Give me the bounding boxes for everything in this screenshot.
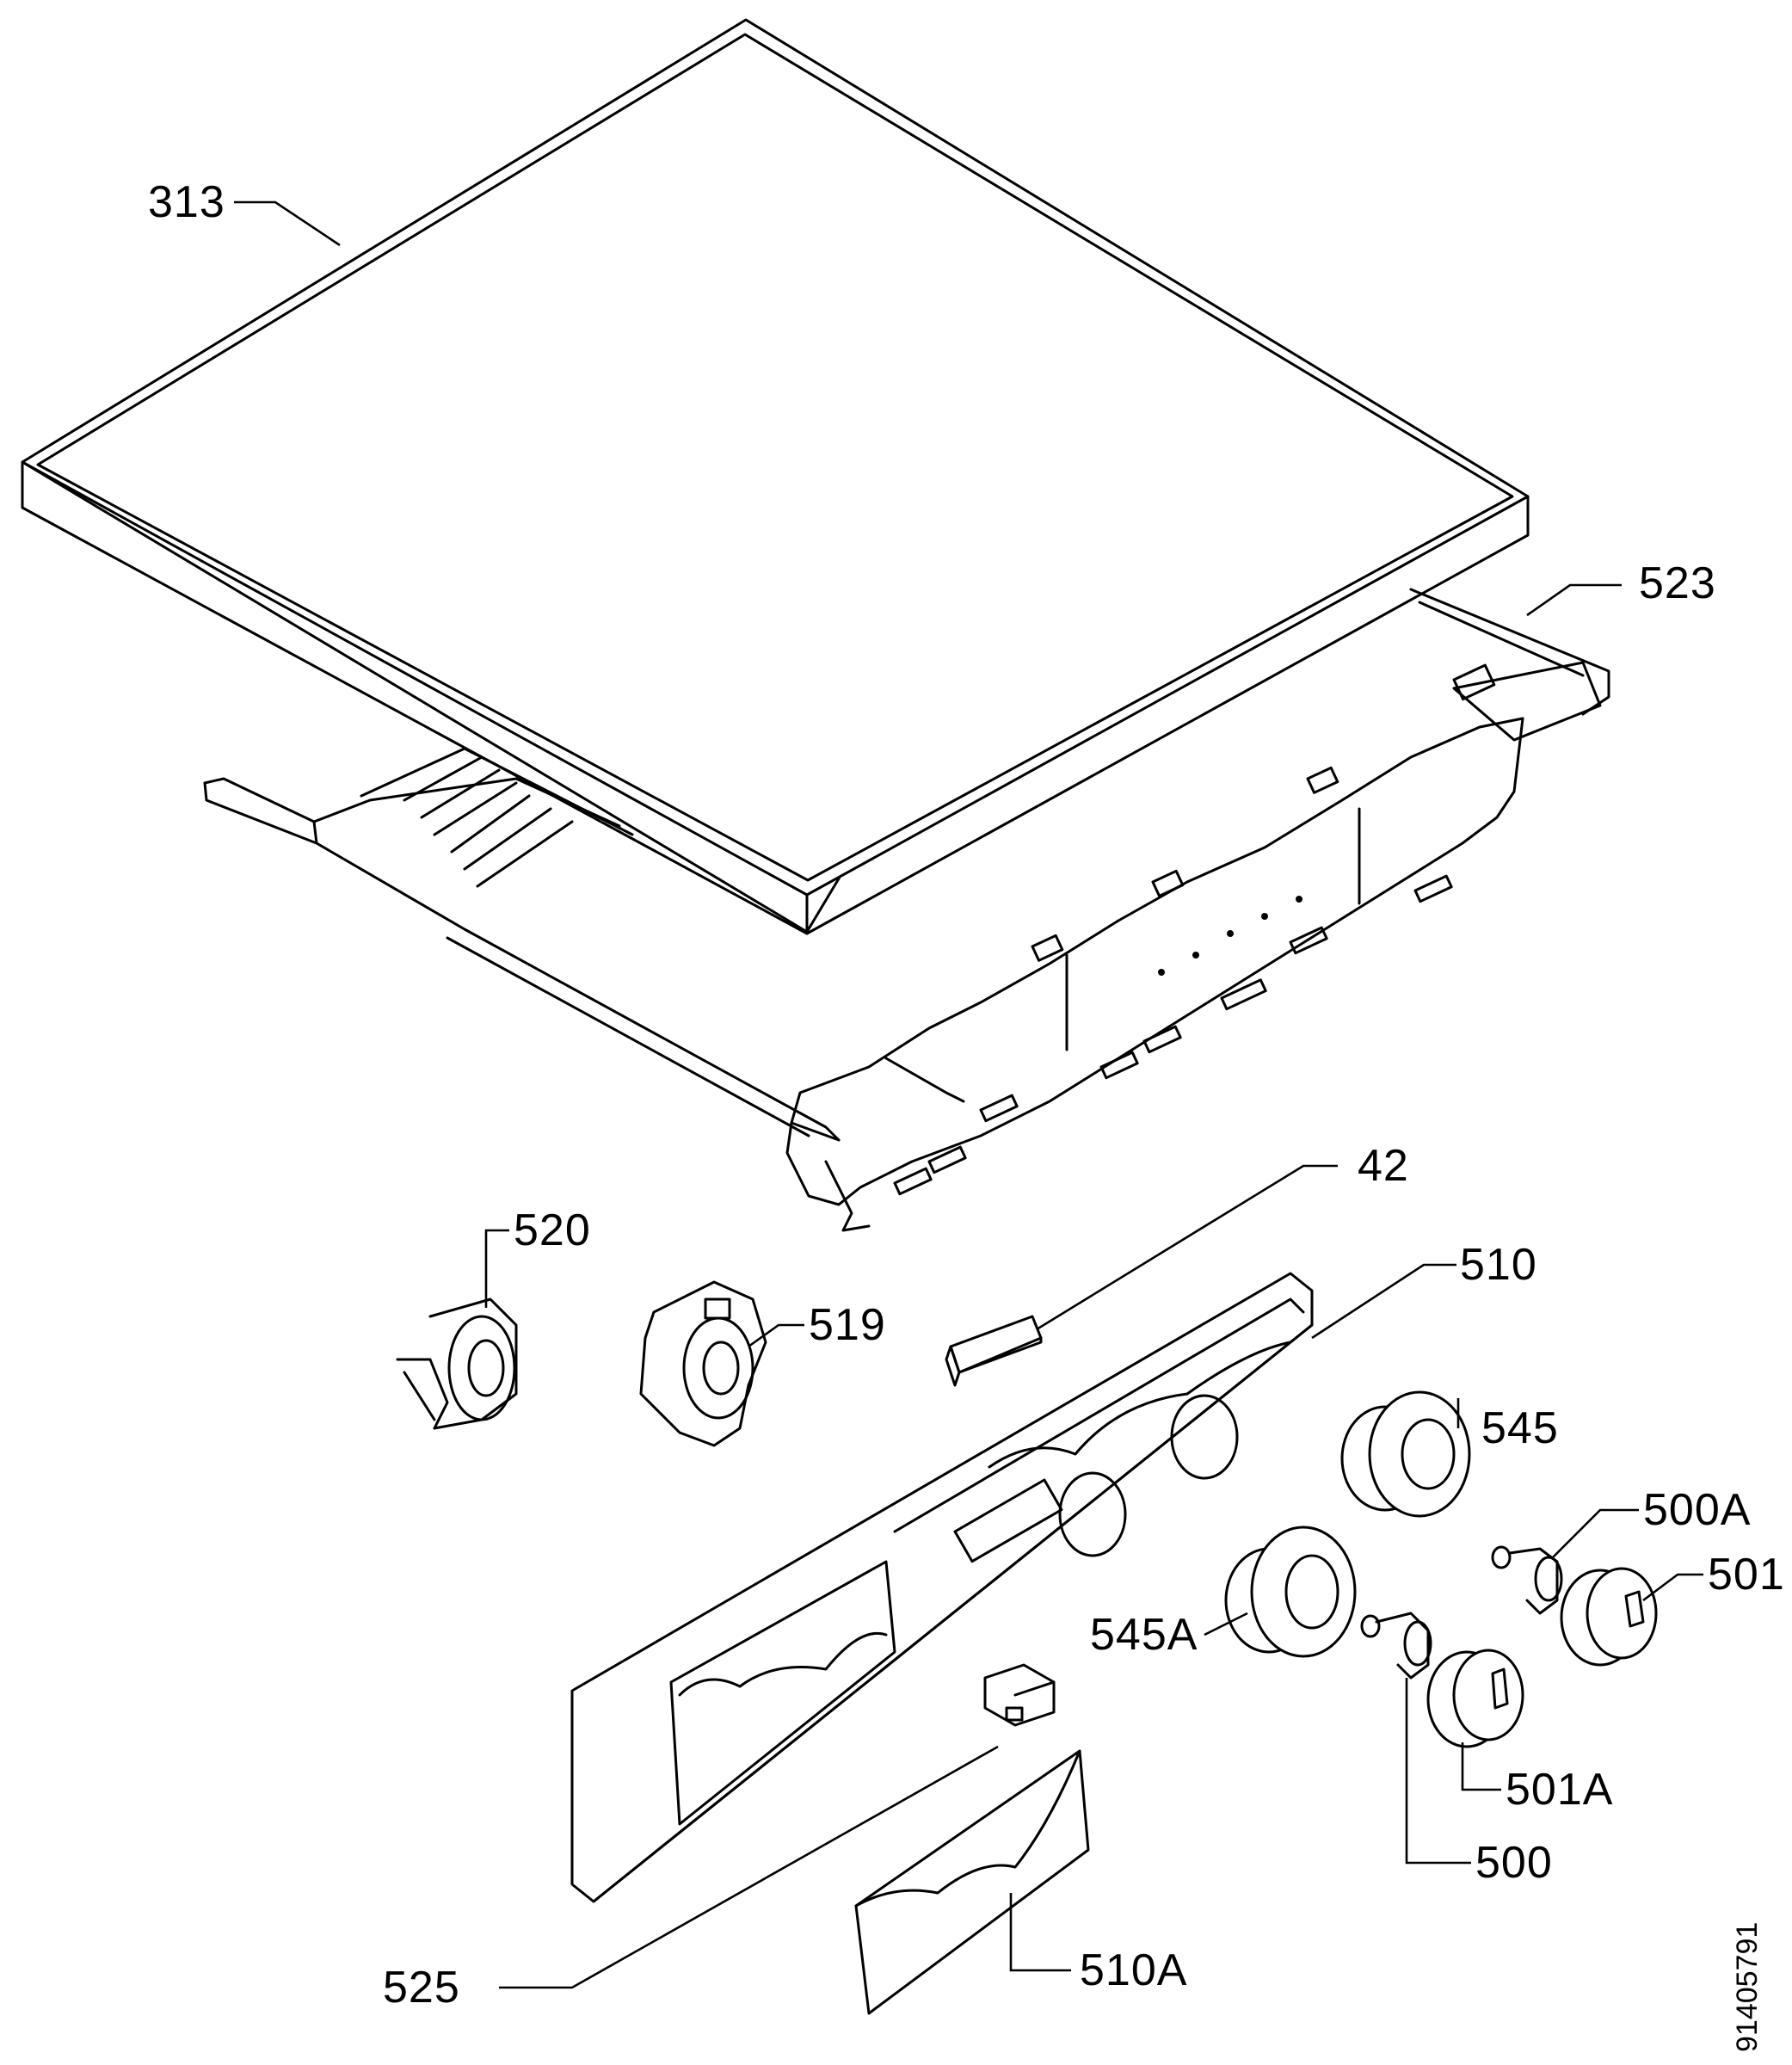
part-545-rosette <box>1340 1390 1471 1518</box>
part-545A-rosette <box>1224 1526 1357 1658</box>
callout-313: 313 <box>148 177 225 227</box>
callout-525: 525 <box>383 1963 460 2013</box>
part-510A-cover <box>854 1749 1090 2015</box>
callout-labels: 313 523 42 520 519 510 545 500A 501 545A… <box>148 177 1785 2013</box>
part-520-bracket <box>396 1298 518 1430</box>
callout-501A: 501A <box>1506 1765 1613 1815</box>
leader-lines <box>234 200 1703 1989</box>
callout-500: 500 <box>1475 1838 1553 1888</box>
callout-523: 523 <box>1639 558 1716 608</box>
part-523-frame <box>203 588 1610 1232</box>
callout-42: 42 <box>1358 1141 1409 1191</box>
drawing-number: 91405791 <box>1731 1922 1764 2052</box>
part-510-control-panel <box>570 1272 1314 1903</box>
part-501A-knob <box>1426 1649 1524 1748</box>
part-500-adaptor <box>1360 1612 1432 1680</box>
callout-545: 545 <box>1481 1403 1559 1453</box>
part-42-switch <box>945 1315 1043 1387</box>
part-525-switch <box>983 1663 1056 1727</box>
callout-510A: 510A <box>1080 1945 1187 1995</box>
callout-545A: 545A <box>1090 1610 1198 1660</box>
part-313-worktop <box>21 18 1530 935</box>
callout-500A: 500A <box>1643 1485 1751 1535</box>
callout-519: 519 <box>809 1300 886 1350</box>
callout-510: 510 <box>1460 1240 1537 1290</box>
part-519-bracket <box>639 1280 767 1447</box>
callout-501: 501 <box>1708 1550 1785 1600</box>
part-501-knob <box>1560 1567 1658 1667</box>
callout-520: 520 <box>514 1205 591 1255</box>
part-500A-adaptor <box>1491 1545 1563 1615</box>
